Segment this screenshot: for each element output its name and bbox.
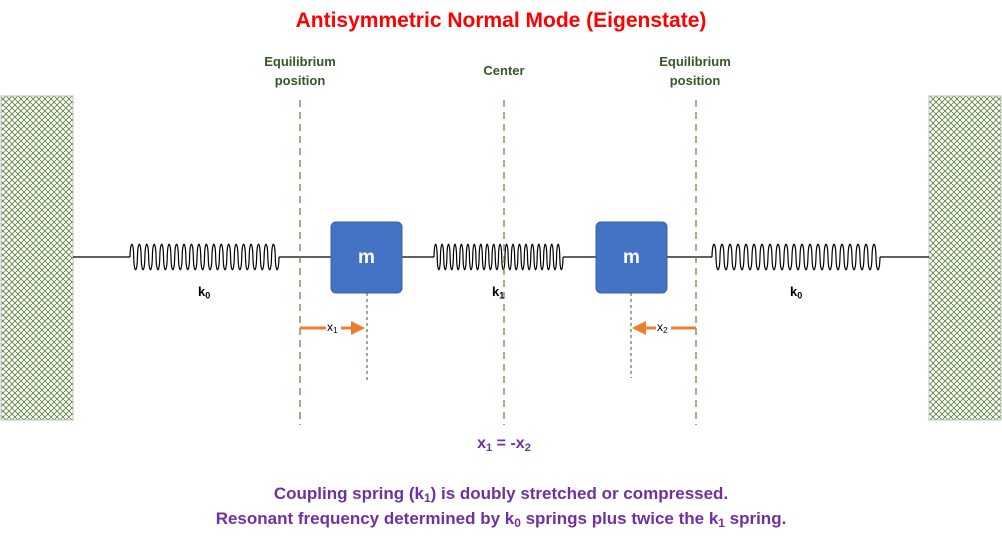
caption-line-2-subscript-2: 1 [718,515,725,530]
spring-middle-label: k1 [492,284,505,301]
equilibrium-label-left-line1: Equilibrium [264,54,336,69]
displacement-left-symbol: x [327,320,333,334]
displacement-arrow-left [300,321,365,335]
spring-left-coil [129,243,280,271]
displacement-left-label: x1 [327,320,338,334]
displacement-right-label: x2 [657,320,668,334]
displacement-right-symbol: x [657,320,663,334]
equilibrium-label-right: Equilibrium position [645,52,745,90]
equilibrium-label-left-line2: position [274,73,326,88]
right-wall [928,95,1002,421]
spring-right-subscript: 0 [797,290,803,301]
spring-right-coil [711,243,881,271]
spring-middle-symbol: k [492,284,500,299]
page-title: Antisymmetric Normal Mode (Eigenstate) [295,9,707,32]
center-label: Center [483,63,525,78]
spring-middle-coil [433,243,564,271]
spring-right-symbol: k [790,284,798,299]
relation-operator: = - [492,435,516,452]
spring-left-symbol: k [198,284,206,299]
caption-line-1: Coupling spring (k1) is doubly stretched… [0,484,1002,504]
mass-left-label: m [358,247,375,268]
caption-line-2-subscript-1: 0 [514,515,521,530]
spring-middle-subscript: 1 [499,290,505,301]
spring-left-label: k0 [198,284,211,301]
relation-lhs: x [477,435,486,452]
spring-left-subscript: 0 [205,290,211,301]
equilibrium-label-left: Equilibrium position [250,52,350,90]
caption-line-2-part-a: Resonant frequency determined by k [215,509,515,528]
caption-line-2: Resonant frequency determined by k0 spri… [0,509,1002,529]
mass-right-label: m [623,247,640,268]
caption-line-1-part-b: ) is doubly stretched or compressed. [430,484,729,503]
left-wall [0,95,74,421]
relation-rhs: x [515,435,525,452]
equilibrium-label-right-line1: Equilibrium [659,54,731,69]
relation-lhs-subscript: 1 [485,441,493,454]
caption-line-2-part-b: springs plus twice the k [520,509,719,528]
displacement-right-subscript: 2 [663,325,668,336]
caption-line-1-part-a: Coupling spring (k [273,484,424,503]
caption-line-2-part-c: spring. [724,509,787,528]
relation-rhs-subscript: 2 [524,441,531,454]
caption-line-1-subscript: 1 [423,490,431,505]
relation-equation: x1 = -x2 [404,435,604,453]
displacement-left-subscript: 1 [333,325,338,336]
spring-right-label: k0 [790,284,803,301]
equilibrium-label-right-line2: position [669,73,721,88]
displacement-arrow-right [632,321,696,335]
